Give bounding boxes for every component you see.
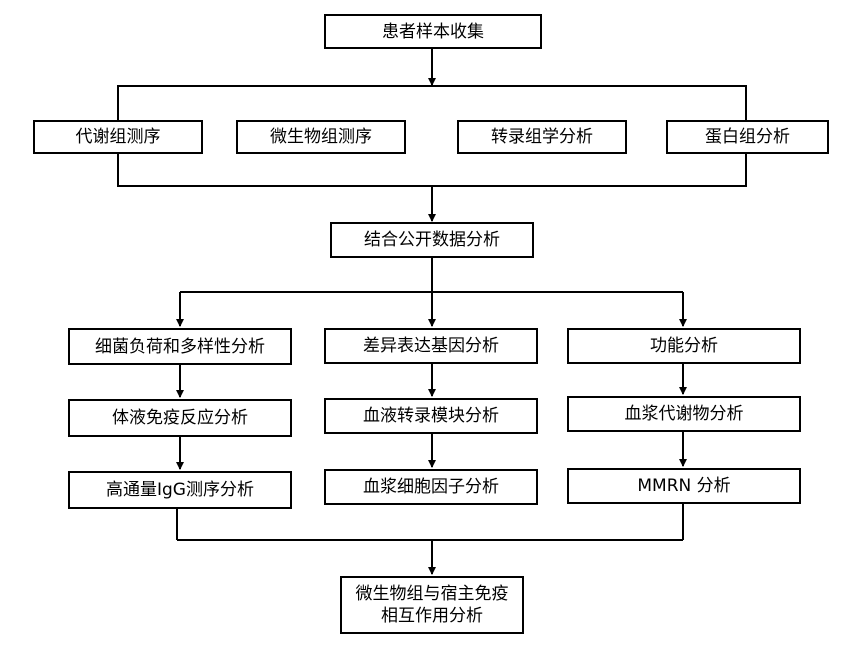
bacterial-load-box: 细菌负荷和多样性分析 xyxy=(68,328,292,365)
cytokine-box: 血浆细胞因子分析 xyxy=(324,469,538,505)
blood-module-box: 血液转录模块分析 xyxy=(324,398,538,434)
deg-analysis-box: 差异表达基因分析 xyxy=(324,328,538,364)
igg-seq-box: 高通量IgG测序分析 xyxy=(68,471,292,509)
metabolome-seq-box: 代谢组测序 xyxy=(33,120,203,154)
plasma-metabolite-box: 血浆代谢物分析 xyxy=(567,396,801,432)
final-analysis-box: 微生物组与宿主免疫相互作用分析 xyxy=(340,576,524,634)
omics-frame xyxy=(117,85,747,187)
functional-box: 功能分析 xyxy=(567,328,801,364)
proteome-box: 蛋白组分析 xyxy=(666,120,829,154)
sample-collection-box: 患者样本收集 xyxy=(324,14,542,49)
public-data-box: 结合公开数据分析 xyxy=(330,222,534,258)
mmrn-box: MMRN 分析 xyxy=(567,468,801,504)
transcriptome-box: 转录组学分析 xyxy=(457,120,627,154)
microbiome-seq-box: 微生物组测序 xyxy=(236,120,406,154)
humoral-immune-box: 体液免疫反应分析 xyxy=(68,399,292,437)
